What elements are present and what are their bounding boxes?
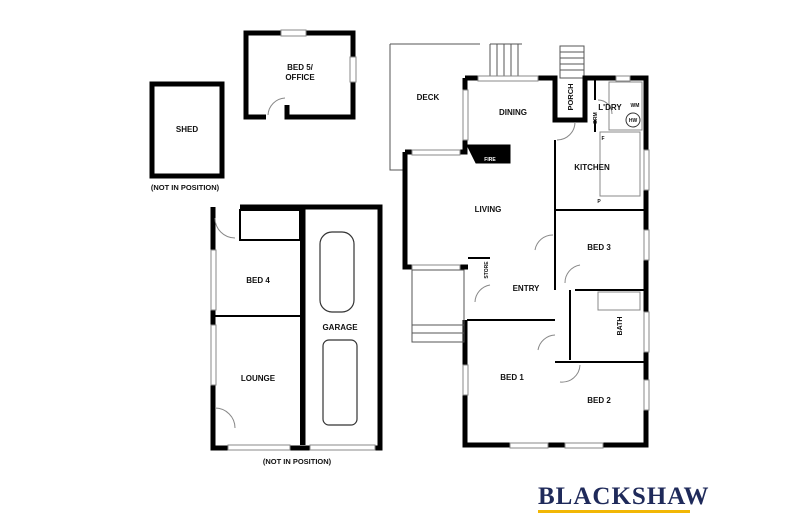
label-bed2: BED 2 — [587, 396, 611, 405]
label-pantry: P — [597, 199, 601, 205]
label-bed5: BED 5/ — [287, 63, 314, 72]
label-laundry: L'DRY — [598, 103, 622, 112]
shed-walls — [149, 81, 225, 179]
label-kitchen: KITCHEN — [574, 163, 610, 172]
label-shed: SHED — [176, 125, 198, 134]
deck-outline — [389, 43, 480, 171]
car-icon — [322, 339, 358, 426]
main-house-walls — [402, 75, 649, 448]
label-bed4: BED 4 — [246, 276, 270, 285]
label-porch: PORCH — [566, 83, 575, 110]
fireplace — [466, 144, 511, 164]
car-icon — [319, 231, 355, 313]
label-wm: WM — [631, 103, 640, 109]
logo-underline — [538, 510, 690, 513]
label-bed1: BED 1 — [500, 373, 524, 382]
label-garage: GARAGE — [322, 323, 358, 332]
label-bed3: BED 3 — [587, 243, 611, 252]
label-entry: ENTRY — [513, 284, 540, 293]
label-office: OFFICE — [285, 73, 315, 82]
label-deck: DECK — [417, 93, 440, 102]
label-fire: FIRE — [484, 157, 496, 163]
label-dining: DINING — [499, 108, 527, 117]
label-fridge: F — [601, 136, 604, 142]
label-not-in-position-shed: (NOT IN POSITION) — [151, 183, 220, 192]
label-not-in-position-garage: (NOT IN POSITION) — [263, 457, 332, 466]
granny-flat-walls — [210, 204, 383, 451]
label-lounge: LOUNGE — [241, 374, 276, 383]
label-store: STORE — [484, 261, 490, 279]
label-living: LIVING — [475, 205, 502, 214]
label-bath: BATH — [617, 317, 624, 336]
blackshaw-logo: BLACKSHAW — [538, 483, 710, 510]
bed5-walls — [243, 30, 356, 120]
label-hw: HW — [629, 118, 638, 124]
label-brm: BRM — [593, 112, 599, 123]
